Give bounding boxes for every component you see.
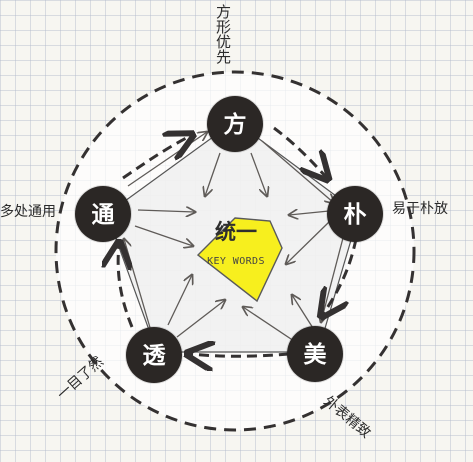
connector-tou-center-right	[176, 300, 225, 338]
node-tong: 通	[75, 186, 131, 242]
node-fang: 方	[207, 96, 263, 152]
connector-pu-center-top	[289, 211, 330, 215]
connector-tong-center-top	[137, 210, 195, 212]
connector-pu-center-bottom	[286, 221, 330, 264]
dashed-flow-tou-tong	[118, 245, 132, 328]
node-tou: 透	[126, 327, 182, 383]
connector-fang-center-left	[205, 152, 221, 196]
connector-tou-center-left	[167, 275, 192, 326]
node-mei: 美	[287, 326, 343, 382]
right-label: 易于朴放	[392, 201, 448, 217]
dashed-flow-fang-pu	[273, 126, 326, 177]
center-title: 统一	[215, 219, 257, 244]
dashed-flow-mei-tou	[190, 354, 290, 356]
center-keywords-shape	[196, 217, 283, 303]
dashed-flow-pu-mei	[323, 238, 358, 314]
top-label: 方形优先	[214, 4, 232, 64]
left-label: 多处通用	[0, 204, 56, 220]
connector-tong-center-bottom	[134, 225, 193, 246]
dashed-flow-tong-fang	[122, 136, 190, 180]
connector-fang-center-right	[250, 152, 267, 196]
node-pu: 朴	[327, 186, 383, 242]
connector-fang-pu	[261, 140, 334, 203]
center-subtitle: KEY WORDS	[207, 256, 265, 267]
